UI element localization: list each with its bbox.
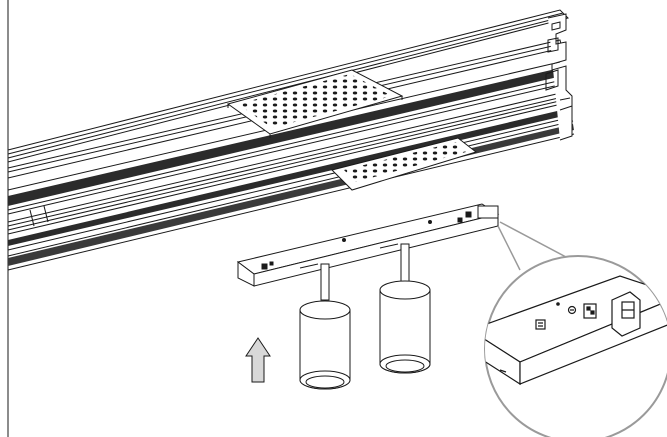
connector-detail-magnifier (484, 255, 667, 437)
magnetic-track-rail (7, 9, 575, 271)
perforated-cover-plate-bottom (331, 137, 478, 191)
cylinder-spotlight-left (299, 263, 351, 390)
track-adapter-bar (236, 203, 500, 287)
perforated-cover-plate-top (226, 69, 404, 138)
cylinder-spotlight-right (379, 243, 431, 374)
magnifier-leader-lines (497, 221, 567, 271)
insert-direction-arrow (245, 337, 271, 383)
